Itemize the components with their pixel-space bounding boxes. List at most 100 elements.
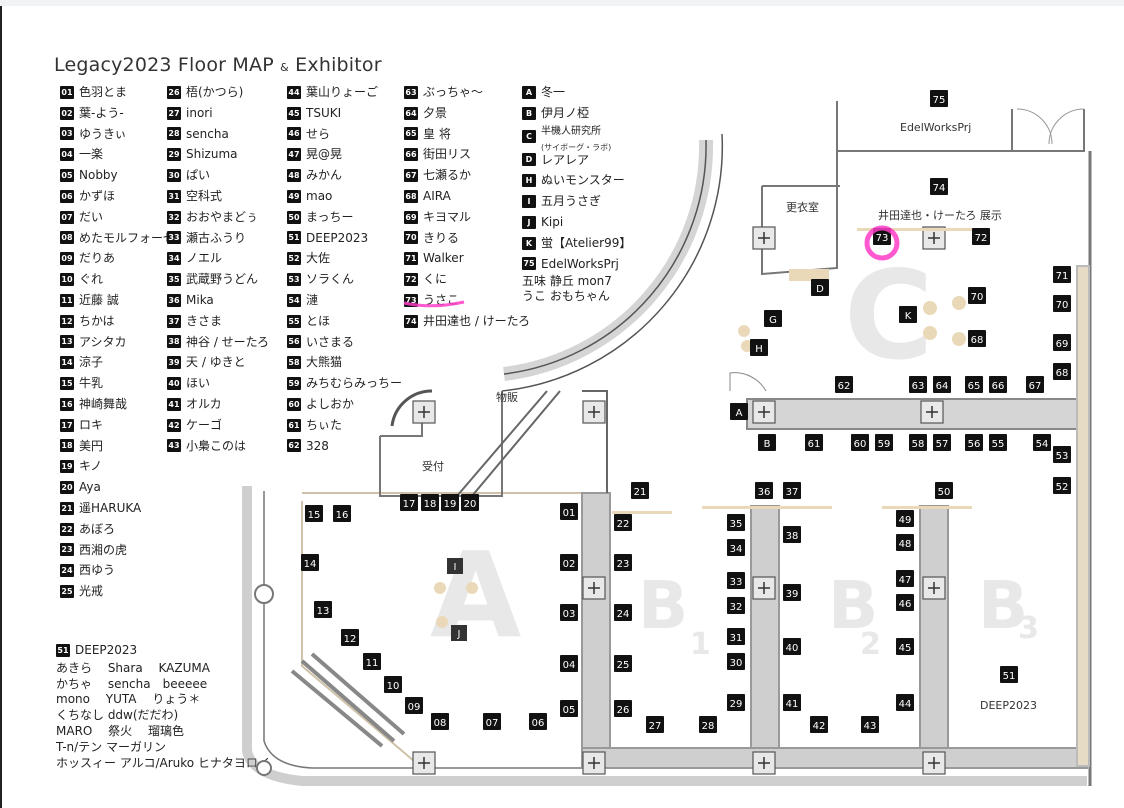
legend-badge: 27 xyxy=(167,106,181,120)
booth-marker: 17 xyxy=(400,494,418,511)
legend-badge: 37 xyxy=(167,314,181,328)
booth-marker: 16 xyxy=(333,505,351,522)
booth-marker: D xyxy=(811,279,829,296)
booth-marker: 15 xyxy=(305,505,323,522)
svg-text:32: 32 xyxy=(730,602,743,613)
deep-member-row: かちゃ sencha beeeee xyxy=(56,676,208,691)
booth-marker: 32 xyxy=(727,597,745,614)
legend-name: キノ xyxy=(79,459,103,474)
legend-name: 328 xyxy=(306,438,329,453)
booth-marker: 73 xyxy=(873,228,891,245)
booth-marker: 59 xyxy=(875,434,893,451)
booth-marker: 43 xyxy=(861,716,879,733)
svg-text:68: 68 xyxy=(1056,368,1069,379)
legend-name: 近藤 誠 xyxy=(79,292,119,307)
legend-name: EdelWorksPrj xyxy=(541,256,619,271)
booth-marker: 07 xyxy=(483,713,501,730)
booth-marker: 13 xyxy=(314,601,332,618)
floor-map: A B 1 B 2 B 3 C xyxy=(242,90,1092,786)
booth-marker: 05 xyxy=(560,700,578,717)
legend-name: 西湘の虎 xyxy=(79,542,128,557)
svg-text:38: 38 xyxy=(786,531,799,542)
zone-letter-b3-sub: 3 xyxy=(1018,611,1039,646)
legend-badge: 30 xyxy=(167,169,181,183)
legend-name: キヨマル xyxy=(423,209,472,224)
legend-badge: 16 xyxy=(60,397,74,411)
legend-name: ゆうきぃ xyxy=(79,126,127,141)
legend-badge: 49 xyxy=(287,189,301,203)
legend-name: きさま xyxy=(186,313,223,328)
booth-marker: 58 xyxy=(909,434,927,451)
legend-name: 漣 xyxy=(306,292,319,307)
legend-name: 井田達也 / けーたろ xyxy=(423,313,530,328)
booth-marker: A xyxy=(730,403,748,420)
booth-marker: 09 xyxy=(405,697,423,714)
highlight-mark xyxy=(403,225,900,308)
svg-text:66: 66 xyxy=(992,381,1005,392)
legend-name: 大佐 xyxy=(306,251,331,266)
reception-label: 受付 xyxy=(422,460,444,473)
legend-item: 37 きさま xyxy=(167,311,269,332)
legend-badge: 66 xyxy=(404,148,418,162)
pillar xyxy=(582,576,606,600)
legend-name: Mika xyxy=(186,292,214,307)
svg-text:64: 64 xyxy=(936,381,949,392)
legend-name: 空科式 xyxy=(186,188,223,203)
svg-text:59: 59 xyxy=(878,439,891,450)
legend-badge: 35 xyxy=(167,273,181,287)
booth-marker: 36 xyxy=(755,482,773,499)
svg-text:61: 61 xyxy=(808,439,821,450)
legend-name: かずほ xyxy=(79,188,116,203)
legend-name: ロキ xyxy=(79,417,104,432)
legend-name: Aya xyxy=(79,480,101,495)
svg-text:07: 07 xyxy=(486,718,499,729)
svg-text:70: 70 xyxy=(971,292,984,303)
legend-name: おおやまどぅ xyxy=(186,209,259,224)
svg-text:J: J xyxy=(457,629,461,640)
legend-badge: C xyxy=(522,130,536,144)
svg-text:31: 31 xyxy=(730,633,743,644)
booth-marker: 50 xyxy=(935,482,953,499)
legend-name: ノエル xyxy=(186,251,223,266)
svg-text:G: G xyxy=(769,315,777,326)
svg-text:12: 12 xyxy=(344,634,357,645)
legend-badge: 10 xyxy=(60,273,74,287)
booth-marker: 65 xyxy=(965,376,983,393)
booth-marker: 39 xyxy=(783,584,801,601)
booth-marker: 64 xyxy=(933,376,951,393)
legend-name: ちぃた xyxy=(306,417,343,432)
legend-badge: 03 xyxy=(60,127,74,141)
booth-marker: 42 xyxy=(810,716,828,733)
walls xyxy=(242,101,1092,786)
legend-badge: 28 xyxy=(167,127,181,141)
legend-name: 七瀬るか xyxy=(423,168,472,183)
booth-marker: 21 xyxy=(631,482,649,499)
page-title: Legacy2023 Floor MAP & Exhibitor xyxy=(54,54,382,76)
legend-item: 20 Aya xyxy=(60,477,175,498)
legend-badge: 20 xyxy=(60,481,74,495)
booth-marker: 63 xyxy=(909,376,927,393)
legend-badge: 44 xyxy=(287,85,301,99)
pillar xyxy=(922,751,946,775)
pillar xyxy=(752,226,776,250)
svg-text:30: 30 xyxy=(730,658,743,669)
svg-text:74: 74 xyxy=(933,183,946,194)
svg-text:04: 04 xyxy=(563,660,576,671)
legend-name: 光戒 xyxy=(79,584,104,599)
booth-marker: 67 xyxy=(1026,376,1044,393)
legend-name: めたモルフォーゼ xyxy=(79,230,176,245)
legend-name: だい xyxy=(79,209,104,224)
